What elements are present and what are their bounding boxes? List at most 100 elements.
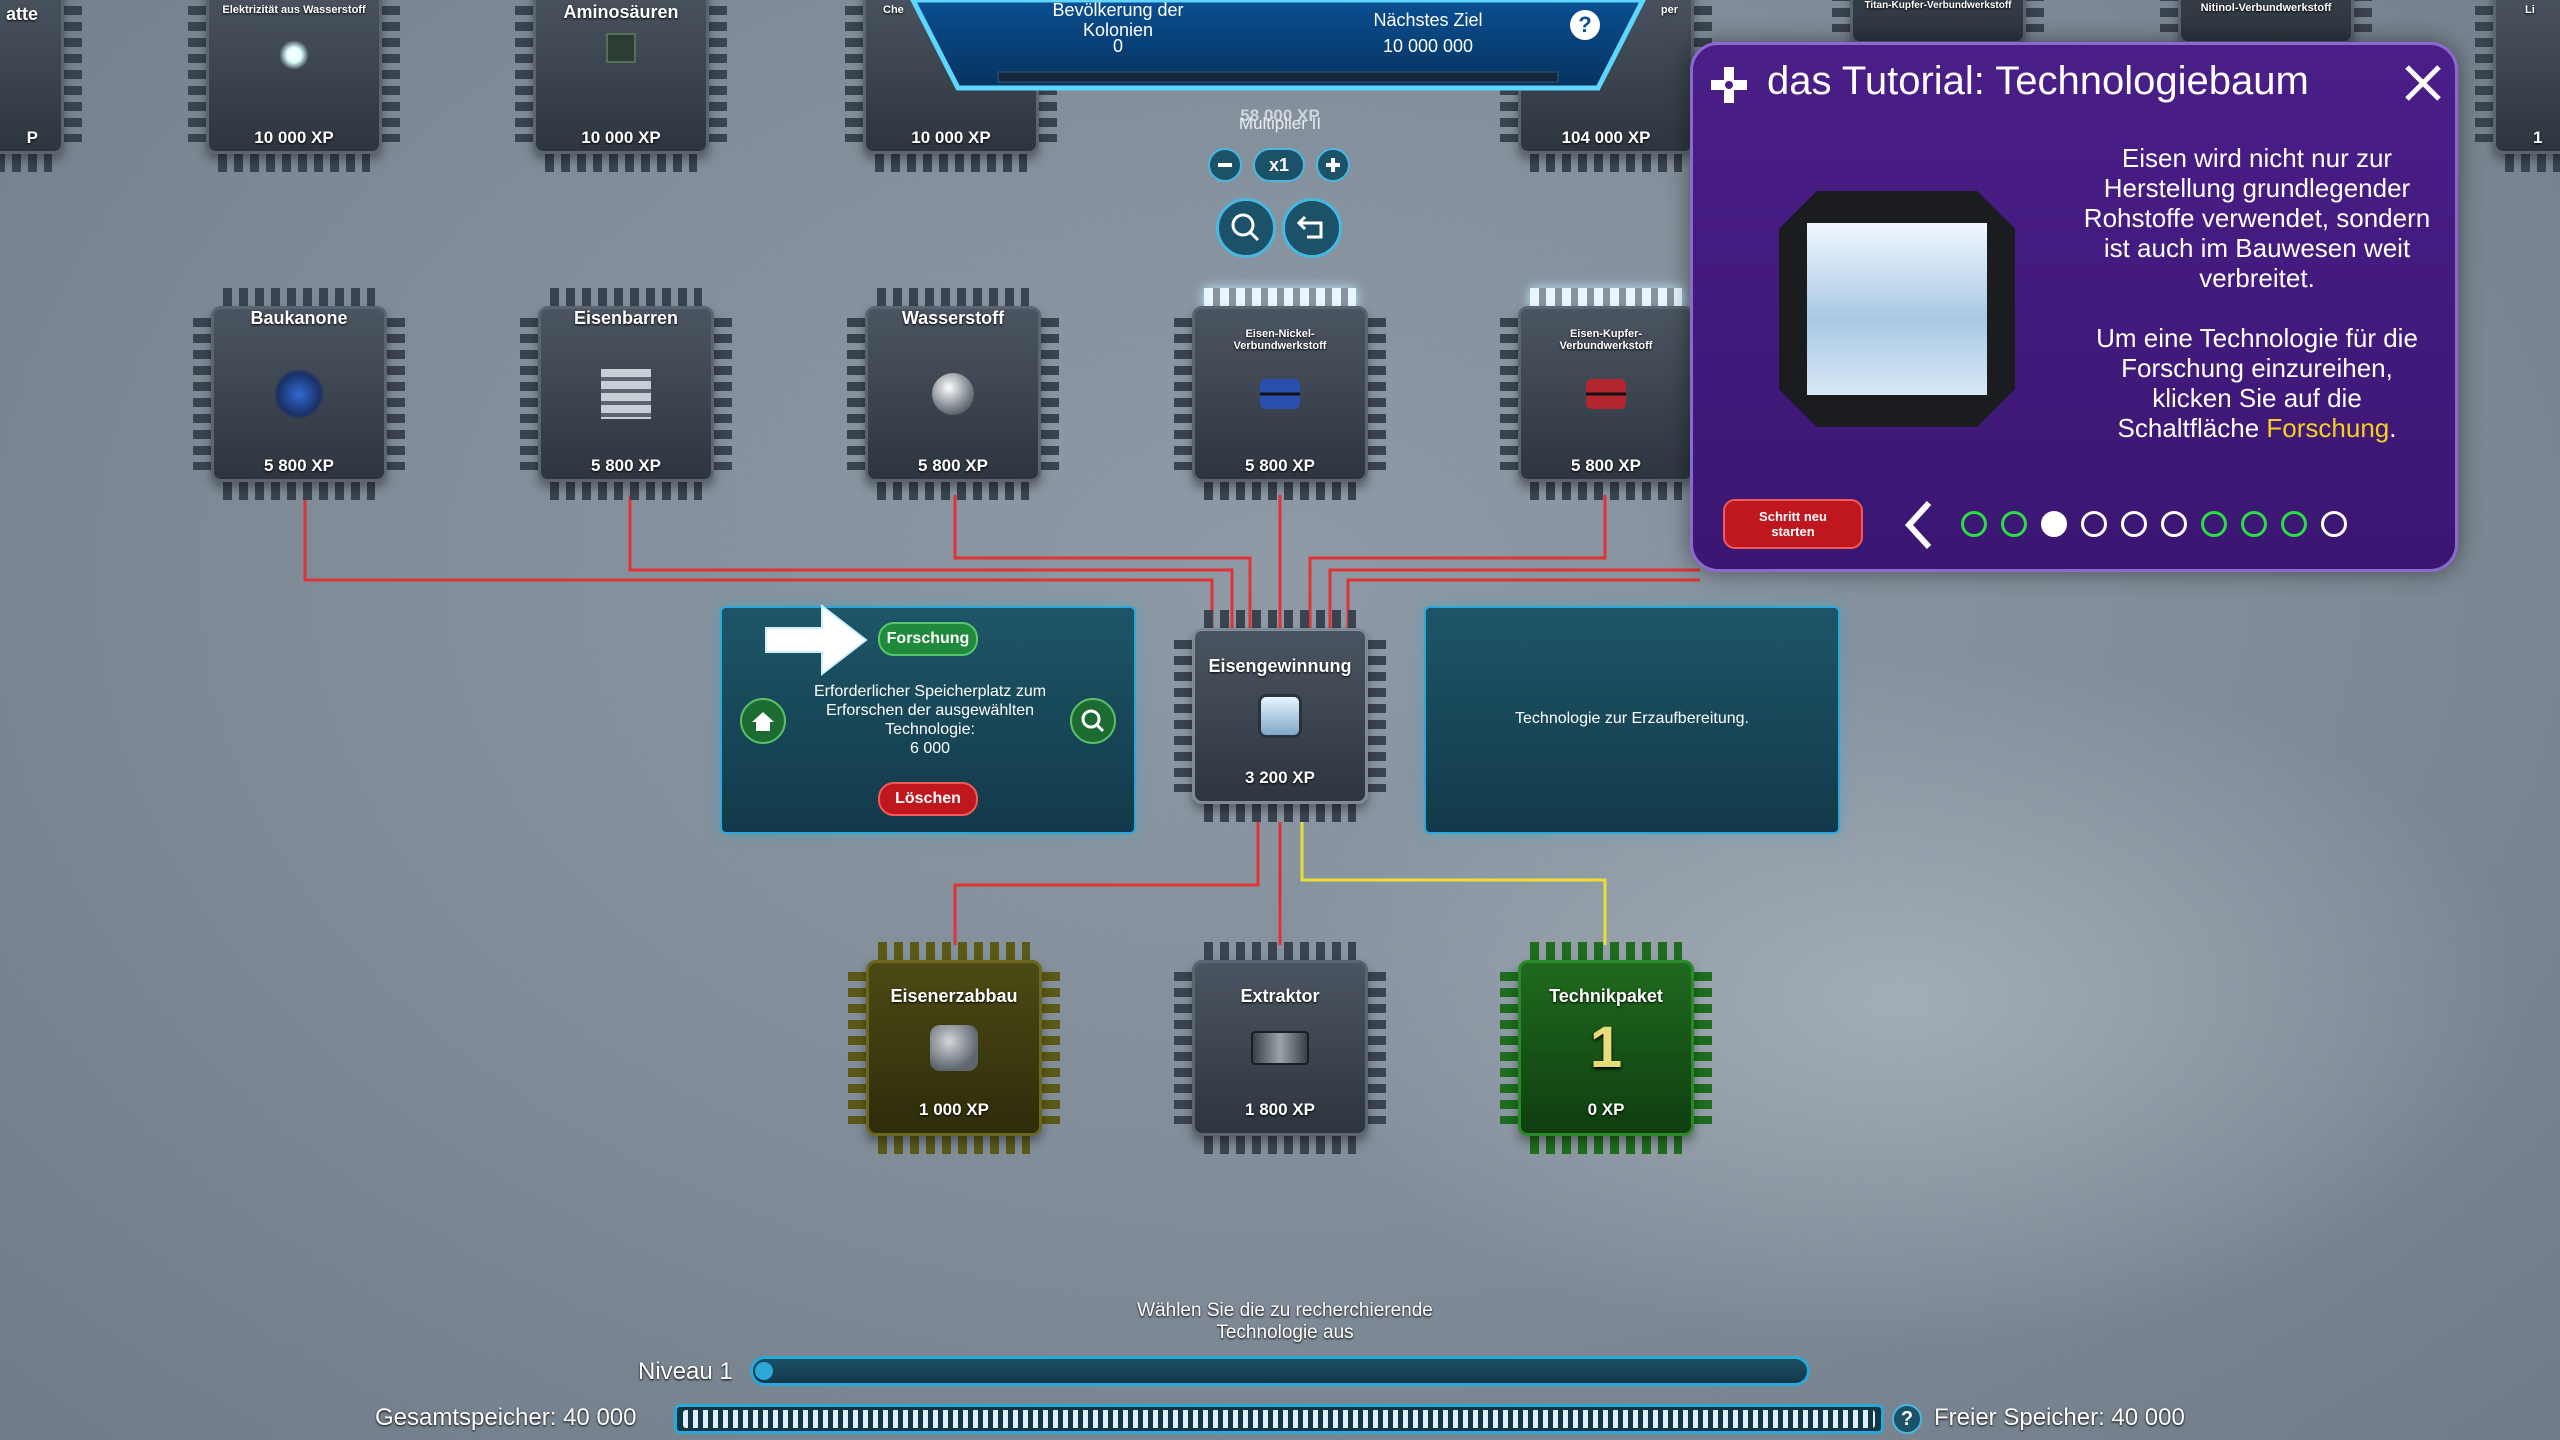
tech-chip-baukanone[interactable]: Baukanone 5 800 XP <box>193 288 405 500</box>
locate-button[interactable] <box>1070 698 1116 744</box>
step-dot-5[interactable] <box>2121 511 2147 537</box>
research-button[interactable]: Forschung <box>878 622 978 656</box>
chip-xp: 1 000 XP <box>919 1100 989 1119</box>
chip-xp: 5 800 XP <box>918 456 988 475</box>
population-value: 0 <box>1112 36 1123 56</box>
molecule-icon <box>606 33 636 63</box>
chip-title: Eisenbarren <box>573 308 679 328</box>
hydrogen-sphere-icon <box>932 373 974 415</box>
step-dot-1[interactable] <box>1961 511 1987 537</box>
chip-xp: 104 000 XP <box>1561 128 1651 147</box>
step-dot-10[interactable] <box>2321 511 2347 537</box>
chip-title: Aminosäuren <box>563 2 679 22</box>
chip-title: per <box>1660 4 1678 16</box>
tech-chip-elektrizitaet[interactable]: Elektrizität aus Wasserstoff 10 000 XP <box>188 0 400 172</box>
chip-title: Eisengewinnung <box>1208 656 1352 676</box>
chip-title: Eisen-Kupfer-Verbundwerkstoff <box>1559 328 1653 352</box>
iron-cube-icon <box>1258 694 1302 738</box>
chip-title: Eisen-Nickel-Verbundwerkstoff <box>1233 328 1327 352</box>
tutorial-body-1: Eisen wird nicht nur zur Herstellung gru… <box>2083 143 2431 293</box>
storage-requirement-value: 6 000 <box>909 740 951 757</box>
chevron-left-icon[interactable] <box>1899 497 1939 553</box>
multiplier-xp-behind: 58 000 XP <box>1240 106 1320 125</box>
chip-title: Wasserstoff <box>901 308 1005 328</box>
tech-chip-eisen-kupfer[interactable]: Eisen-Kupfer-Verbundwerkstoff 5 800 XP <box>1500 288 1712 500</box>
select-hint: Wählen Sie die zu recherchierende Techno… <box>1137 1300 1433 1343</box>
goal-value: 10 000 000 <box>1382 36 1474 56</box>
chip-title: atte <box>5 4 38 24</box>
chip-title: Che <box>883 4 904 16</box>
research-panel: Forschung Erforderlicher Speicherplatz z… <box>720 603 1136 834</box>
tutorial-title: das Tutorial: Technologiebaum <box>1767 59 2309 103</box>
tech-chip-technikpaket[interactable]: Technikpaket 1 0 XP <box>1500 942 1712 1154</box>
step-dot-8[interactable] <box>2241 511 2267 537</box>
chip-xp: 5 800 XP <box>591 456 661 475</box>
tech-chip-extraktor[interactable]: Extraktor 1 800 XP <box>1174 942 1386 1154</box>
close-icon[interactable] <box>2399 59 2447 107</box>
step-dot-9[interactable] <box>2281 511 2307 537</box>
tech-chip-wasserstoff[interactable]: Wasserstoff 5 800 XP <box>847 288 1059 500</box>
level-label: Niveau 1 <box>638 1358 733 1385</box>
tutorial-body-2-text: Um eine Technologie für die Forschung ei… <box>2096 323 2418 443</box>
hud-help-button[interactable]: ? <box>1570 10 1600 40</box>
composite-blue-icon <box>1260 379 1300 409</box>
hud-banner: Bevölkerung der Kolonien 0 Nächstes Ziel… <box>908 0 1648 94</box>
tutorial-highlight: Forschung <box>2266 413 2390 443</box>
tech-description: Technologie zur Erzaufbereitung. <box>1515 710 1749 727</box>
chip-xp: 5 800 XP <box>1245 456 1315 475</box>
tech-chip-eisengewinnung[interactable]: Eisengewinnung 3 200 XP <box>1174 610 1386 822</box>
step-dot-3[interactable] <box>2041 511 2067 537</box>
goal-label: Nächstes Ziel <box>1373 10 1483 30</box>
step-dot-7[interactable] <box>2201 511 2227 537</box>
reset-view-button[interactable] <box>1282 198 1342 258</box>
delete-button[interactable]: Löschen <box>878 782 978 816</box>
tech-chip-aminosaeuren[interactable]: Aminosäuren 10 000 XP <box>515 0 727 172</box>
minus-icon <box>1218 163 1232 167</box>
multiplier-value[interactable]: x1 <box>1253 148 1305 182</box>
step-dot-2[interactable] <box>2001 511 2027 537</box>
chip-xp: P <box>26 128 38 147</box>
chip-xp: 0 XP <box>1587 1100 1625 1119</box>
multiplier-plus-button[interactable] <box>1316 148 1350 182</box>
step-dot-4[interactable] <box>2081 511 2107 537</box>
tutorial-body-2-end: . <box>2389 413 2397 443</box>
chip-xp: 10 000 XP <box>581 128 661 147</box>
build-cannon-icon <box>274 369 324 419</box>
restart-step-button[interactable]: Schritt neu starten <box>1723 499 1863 549</box>
storage-requirement-text: Erforderlicher Speicherplatz zum Erforsc… <box>813 683 1047 738</box>
tech-chip-eisenbarren[interactable]: Eisenbarren 5 800 XP <box>520 288 732 500</box>
chip-title: Elektrizität aus Wasserstoff <box>222 4 366 16</box>
tech-chip-top-0[interactable]: atte P <box>0 0 82 172</box>
multiplier-label: Multiplier II <box>1238 114 1322 133</box>
storage-bar <box>674 1404 1884 1434</box>
tech-chip-eisen-nickel[interactable]: Eisen-Nickel-Verbundwerkstoff 5 800 XP <box>1174 288 1386 500</box>
free-storage-label: Freier Speicher: 40 000 <box>1934 1404 2185 1431</box>
step-dot-6[interactable] <box>2161 511 2187 537</box>
zoom-button[interactable] <box>1216 198 1276 258</box>
chip-title: Titan-Kupfer-Verbundwerkstoff <box>1864 0 2012 11</box>
info-panel: Technologie zur Erzaufbereitung. <box>1424 606 1840 834</box>
chip-title: Li <box>2525 4 2535 16</box>
chip-title: Technikpaket <box>1549 986 1663 1006</box>
tutorial-dialog: das Tutorial: Technologiebaum Eisen wird… <box>1690 42 2458 572</box>
chip-xp: 10 000 XP <box>254 128 334 147</box>
arrow-pointer-icon <box>765 603 868 677</box>
chip-xp: 10 000 XP <box>911 128 991 147</box>
tutorial-image <box>1779 191 2015 427</box>
gamepad-icon <box>1711 67 1747 103</box>
chip-title: Nitinol-Verbundwerkstoff <box>2200 2 2332 14</box>
extractor-icon <box>1251 1031 1309 1065</box>
composite-red-icon <box>1586 379 1626 409</box>
chip-title: Extraktor <box>1240 986 1320 1006</box>
tech-chip-top-edge[interactable]: Li 1 <box>2475 0 2560 172</box>
chip-xp: 1 <box>2533 128 2543 147</box>
magnifier-icon <box>1231 213 1260 242</box>
home-button[interactable] <box>740 698 786 744</box>
chip-title: Baukanone <box>250 308 348 328</box>
storage-help-button[interactable]: ? <box>1892 1404 1922 1434</box>
multiplier-minus-button[interactable] <box>1208 148 1242 182</box>
tech-chip-eisenerzabbau[interactable]: Eisenerzabbau 1 000 XP <box>848 942 1060 1154</box>
spark-icon <box>279 40 309 70</box>
total-storage-label: Gesamtspeicher: 40 000 <box>375 1404 637 1431</box>
chip-xp: 1 800 XP <box>1245 1100 1315 1119</box>
